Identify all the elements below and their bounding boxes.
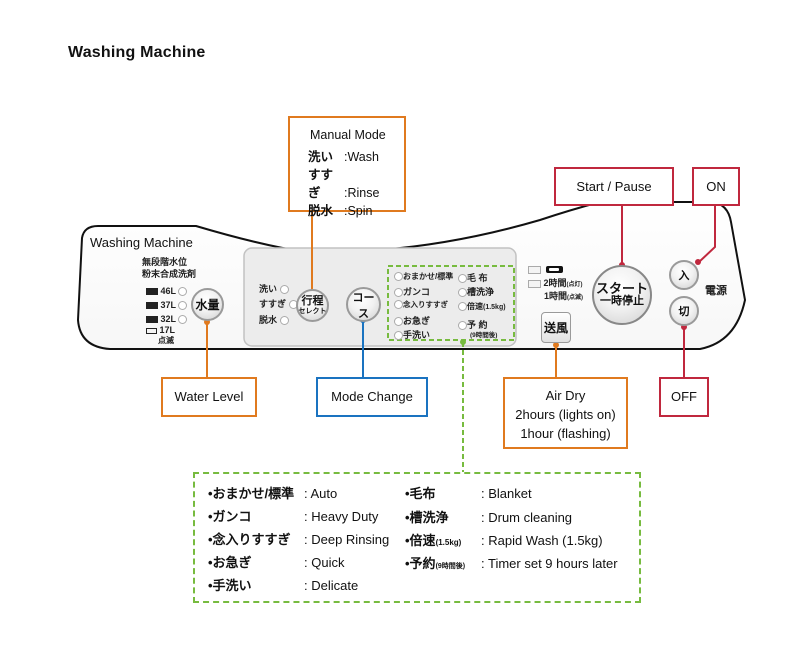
panel-brand: Washing Machine xyxy=(90,235,193,250)
legend-row: •槽洗浄: Drum cleaning xyxy=(405,510,573,525)
process-select-button[interactable]: 行程 セレクト xyxy=(296,289,329,322)
water-level-17l: 17L xyxy=(146,326,175,335)
course-rapid: 倍速(1.5kg) xyxy=(458,301,506,312)
air-dry-1h: 1時間(点滅) xyxy=(544,291,584,302)
water-level-32l: 32L xyxy=(146,315,188,325)
course-led xyxy=(394,317,403,327)
legend-row: •念入りすすぎ: Deep Rinsing xyxy=(208,532,390,547)
legend-row: •お急ぎ: Quick xyxy=(208,555,345,570)
water-level-37l-led xyxy=(178,301,188,311)
course-blanket: 毛 布 xyxy=(458,271,488,284)
course-led xyxy=(394,300,403,310)
power-label: 電源 xyxy=(705,285,727,297)
on-callout: ON xyxy=(692,167,740,206)
power-on-button[interactable]: 入 xyxy=(669,260,699,290)
legend-row: •予約(9時間後): Timer set 9 hours later xyxy=(405,556,618,571)
water-level-flash-note: 点滅 xyxy=(158,336,174,345)
page-title: Washing Machine xyxy=(68,44,206,61)
air-dry-button[interactable]: 送風 xyxy=(541,312,571,343)
tub-full-icon xyxy=(146,288,158,296)
process-spin: 脱水 xyxy=(259,316,289,326)
course-heavy: ガンコ xyxy=(394,285,430,298)
course-led xyxy=(394,331,403,341)
water-level-header-1: 無段階水位 xyxy=(142,257,188,267)
process-wash-led xyxy=(279,285,289,295)
tub-empty-icon xyxy=(146,327,157,334)
course-led xyxy=(458,302,467,312)
course-led xyxy=(458,321,467,331)
course-legend-box xyxy=(193,472,641,603)
tub-full-icon xyxy=(146,302,158,310)
manual-mode-row: 洗い:Wash xyxy=(308,150,379,164)
legend-row: •毛布: Blanket xyxy=(405,486,532,501)
course-button[interactable]: コース xyxy=(346,287,381,322)
manual-mode-row: すすぎ:Rinse xyxy=(308,168,380,200)
off-callout: OFF xyxy=(659,377,709,417)
start-pause-callout: Start / Pause xyxy=(554,167,674,206)
course-led xyxy=(458,274,467,284)
key-icon xyxy=(545,266,563,274)
legend-row: •おまかせ/標準: Auto xyxy=(208,486,338,501)
course-led xyxy=(394,288,403,298)
air-dry-line-1: 2hours (lights on) xyxy=(515,407,616,422)
water-level-37l: 37L xyxy=(146,301,188,311)
tub-full-icon xyxy=(146,316,158,324)
course-auto: おまかせ/標準 xyxy=(394,271,453,282)
manual-mode-callout: Manual Mode 洗い:Wash すすぎ:Rinse 脱水:Spin xyxy=(288,116,406,218)
legend-row: •倍速(1.5kg): Rapid Wash (1.5kg) xyxy=(405,533,603,548)
course-drum-clean: 槽洗浄 xyxy=(458,285,494,298)
child-lock-led xyxy=(528,265,541,274)
course-timer-sub: (9時間後) xyxy=(470,332,498,339)
air-dry-callout: Air Dry 2hours (lights on) 1hour (flashi… xyxy=(503,377,628,449)
course-quick: お急ぎ xyxy=(394,314,430,327)
course-deep-rinse: 念入りすすぎ xyxy=(394,299,448,310)
process-wash: 洗い xyxy=(259,285,289,295)
process-spin-led xyxy=(279,316,289,326)
air-dry-2h: 2時間(点灯) xyxy=(528,279,583,288)
water-level-46l: 46L xyxy=(146,287,188,297)
child-lock-indicator xyxy=(528,265,563,274)
power-off-button[interactable]: 切 xyxy=(669,296,699,326)
legend-row: •手洗い: Delicate xyxy=(208,578,359,593)
air-dry-led xyxy=(528,279,541,288)
water-level-header-2: 粉末合成洗剤 xyxy=(142,269,197,279)
course-led xyxy=(394,272,403,282)
manual-mode-title: Manual Mode xyxy=(310,128,386,142)
course-timer: 予 約 xyxy=(458,318,488,331)
process-rinse: すすぎ xyxy=(259,300,298,310)
manual-mode-row: 脱水:Spin xyxy=(308,204,373,218)
water-level-button[interactable]: 水量 xyxy=(191,288,224,321)
water-level-callout: Water Level xyxy=(161,377,257,417)
air-dry-line-2: 1hour (flashing) xyxy=(520,426,611,441)
legend-row: •ガンコ: Heavy Duty xyxy=(208,509,379,524)
mode-change-callout: Mode Change xyxy=(316,377,428,417)
course-delicate: 手洗い xyxy=(394,328,430,341)
course-led xyxy=(458,288,467,298)
water-level-46l-led xyxy=(178,287,188,297)
start-pause-button[interactable]: スタート 一時停止 xyxy=(592,265,652,325)
air-dry-title: Air Dry xyxy=(545,388,586,403)
water-level-32l-led xyxy=(178,315,188,325)
